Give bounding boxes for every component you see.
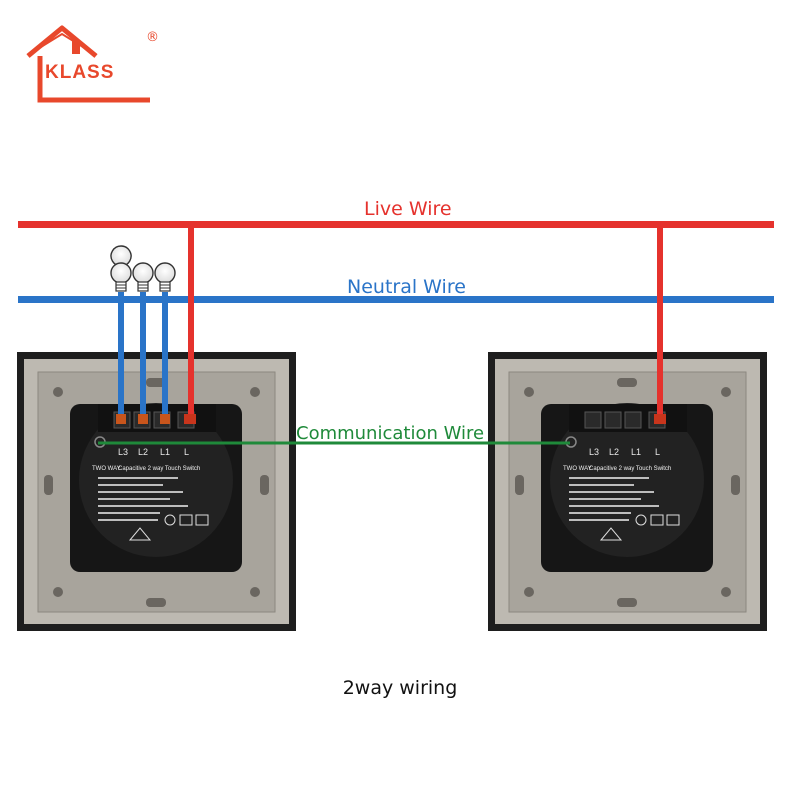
house-logo-icon [26,25,150,103]
terminal-l-label: L [655,447,660,457]
caution-icon-right [599,527,623,541]
load-wire-l1 [162,292,168,420]
switch-left: L3 L2 L1 L TWO WAY Capacitive 2 way Touc… [17,352,296,631]
certification-marks-icon [164,514,209,526]
spec-lines-right [569,477,659,521]
certification-marks-icon [635,514,680,526]
registered-mark: ® [146,30,159,45]
communication-wire-label: Communication Wire [296,423,485,444]
module-title-right: Capacitive 2 way Touch Switch [589,466,671,472]
terminal-l-label: L [184,447,189,457]
terminal-l1-label: L1 [160,447,170,457]
load-wire-l2 [140,292,146,420]
light-bulb-icon [110,245,132,292]
load-wire-l3 [118,292,124,420]
caution-icon-left [128,527,152,541]
neutral-wire-label: Neutral Wire [347,276,466,298]
two-way-badge-right: TWO WAY [563,466,592,472]
two-way-badge-left: TWO WAY [92,466,121,472]
terminal-l3-label: L3 [589,447,599,457]
live-wire-label: Live Wire [364,198,452,220]
diagram-caption: 2way wiring [342,677,458,699]
terminal-l1-label: L1 [631,447,641,457]
terminal-l3-label: L3 [118,447,128,457]
light-bulb-icon [154,262,176,292]
neutral-wire [18,296,774,303]
live-drop-left [188,224,194,420]
spec-lines-left [98,477,188,521]
switch-right: L3 L2 L1 L TWO WAY Capacitive 2 way Touc… [488,352,767,631]
brand-name: KLASS [45,62,115,83]
light-bulb-icon [132,262,154,292]
terminal-l2-label: L2 [609,447,619,457]
live-wire [18,221,774,228]
terminal-l2-label: L2 [138,447,148,457]
live-drop-right [657,224,663,420]
module-title-left: Capacitive 2 way Touch Switch [118,466,200,472]
klass-logo [22,20,172,110]
